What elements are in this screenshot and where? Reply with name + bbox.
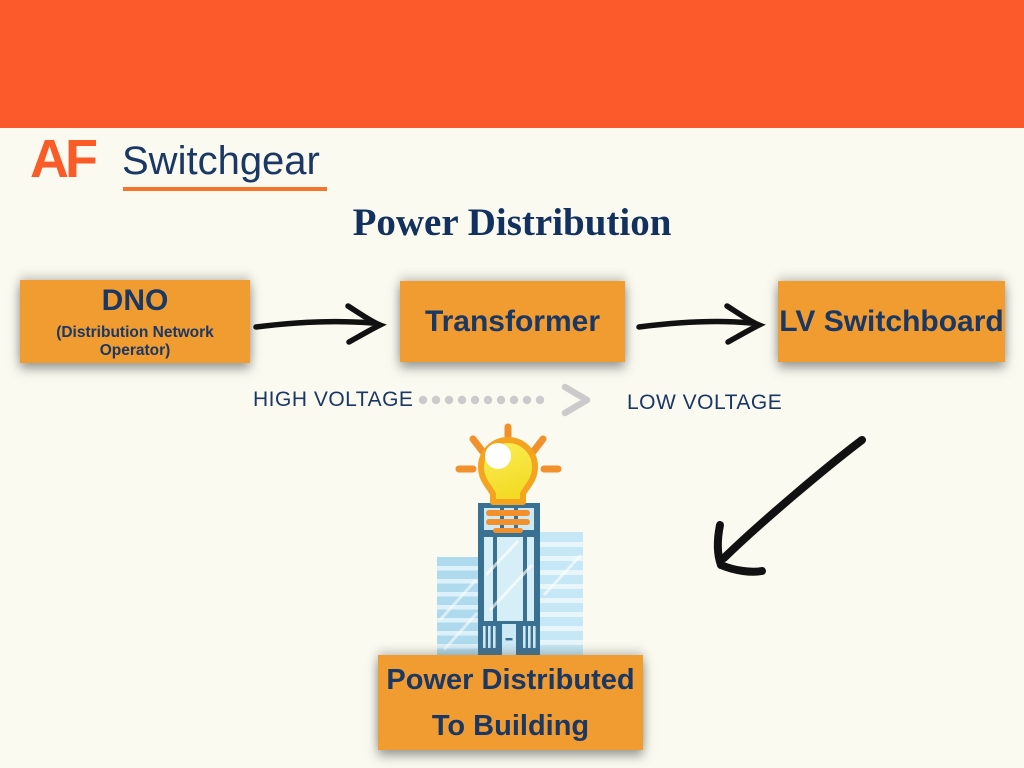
building-icon (437, 503, 583, 655)
dashed-arrow-icon (418, 383, 591, 417)
node-power-distributed: Power Distributed To Building (378, 655, 643, 750)
node-transformer-label: Transformer (424, 304, 601, 338)
high-voltage-label: HIGH VOLTAGE (253, 388, 414, 411)
logo-name: Switchgear (122, 139, 320, 183)
node-lv-label: LV Switchboard (779, 304, 1004, 338)
logo-underline (123, 187, 327, 191)
arrow-transformer-to-lv-icon (636, 303, 766, 345)
low-voltage-label: LOW VOLTAGE (627, 391, 783, 414)
node-dno-sublabel: (Distribution Network Operator) (56, 323, 214, 359)
arrow-lv-to-building-icon (713, 436, 866, 576)
building-illustration (437, 423, 583, 655)
lightbulb-icon (455, 423, 562, 533)
node-lv-switchboard: LV Switchboard (778, 281, 1005, 362)
arrow-dno-to-transformer-icon (253, 303, 387, 345)
top-banner (0, 0, 1024, 128)
destination-line1: Power Distributed (386, 663, 635, 696)
destination-line2: To Building (431, 709, 590, 742)
logo-monogram: AF (30, 129, 98, 189)
page-title: Power Distribution (352, 201, 672, 244)
node-dno-label: DNO (101, 283, 169, 317)
node-dno: DNO (Distribution Network Operator) (20, 280, 250, 363)
node-transformer: Transformer (400, 281, 625, 362)
logo: AF Switchgear (30, 132, 360, 194)
